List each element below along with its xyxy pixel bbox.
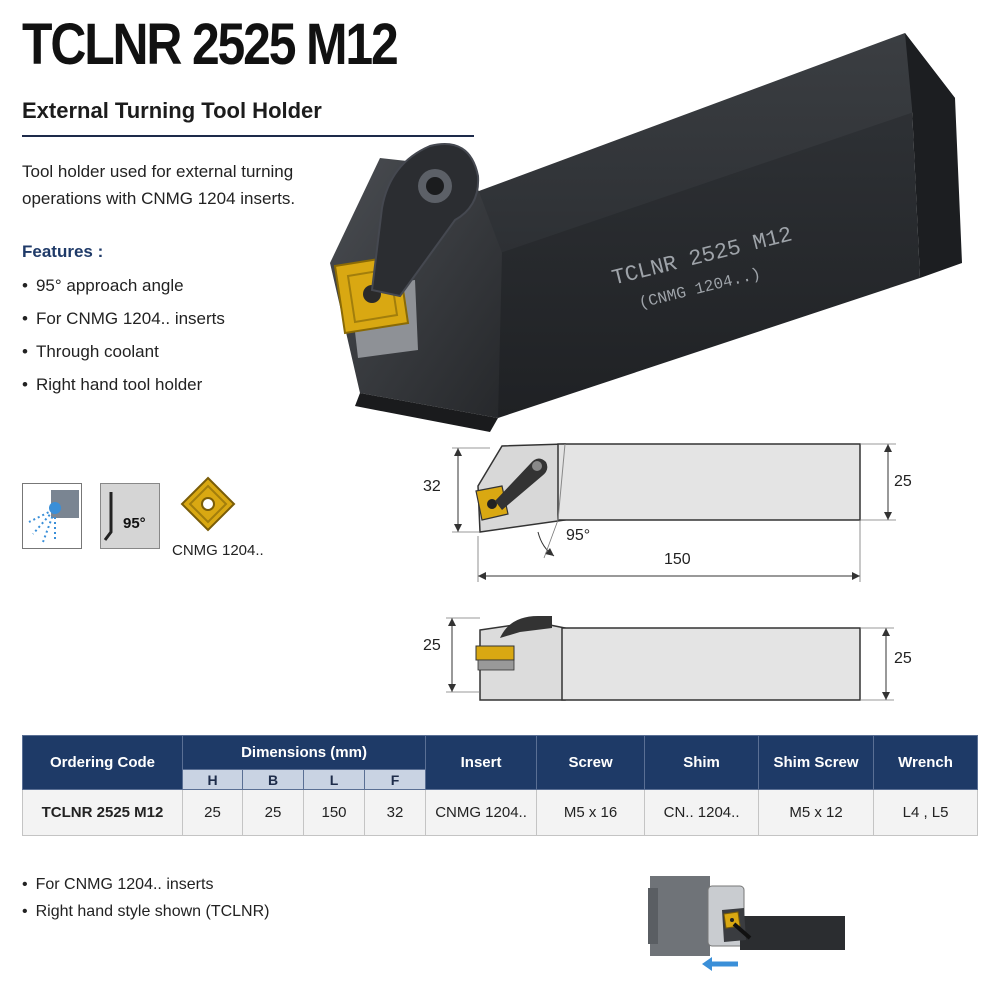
cell-ordering-code: TCLNR 2525 M12 — [22, 789, 183, 836]
page-subtitle: External Turning Tool Holder — [22, 98, 322, 123]
table-row: TCLNR 2525 M12 25 25 150 32 CNMG 1204.. … — [22, 789, 979, 836]
feature-item: Through coolant — [22, 339, 225, 372]
page-title: TCLNR 2525 M12 — [22, 12, 399, 77]
cell-h: 25 — [182, 789, 243, 836]
cell-screw: M5 x 16 — [536, 789, 646, 836]
side-view-drawing — [446, 616, 894, 701]
feature-item: For CNMG 1204.. inserts — [22, 306, 225, 339]
dim-height-f: 32 — [423, 478, 441, 495]
machining-illustration — [648, 876, 845, 971]
insert-icon — [180, 476, 236, 532]
insert-icon-label: CNMG 1204.. — [172, 542, 264, 559]
dim-side-height-right: 25 — [894, 650, 912, 667]
features-heading: Features : — [22, 242, 104, 261]
header-dim-h: H — [182, 769, 243, 790]
cell-shim-screw: M5 x 12 — [758, 789, 875, 836]
note-item: For CNMG 1204.. inserts — [22, 876, 214, 894]
tool-holder-product-image: TCLNR 2525 M12 (CNMG 1204..) — [330, 33, 962, 432]
cell-b: 25 — [242, 789, 304, 836]
approach-angle-icon: 95° — [100, 483, 160, 549]
cell-shim: CN.. 1204.. — [644, 789, 760, 836]
header-ordering-code: Ordering Code — [22, 735, 183, 790]
dim-width-b: 25 — [894, 473, 912, 490]
feature-item: 95° approach angle — [22, 273, 225, 306]
cell-l: 150 — [303, 789, 365, 836]
cell-wrench: L4 , L5 — [873, 789, 979, 836]
top-view-drawing — [452, 443, 896, 582]
specification-table: Ordering Code Dimensions (mm) Insert Scr… — [22, 735, 979, 836]
angle-icon-label: 95° — [123, 515, 146, 532]
dim-side-height-left: 25 — [423, 637, 441, 654]
header-shim: Shim — [644, 735, 760, 790]
header-shim-screw: Shim Screw — [758, 735, 875, 790]
header-screw: Screw — [536, 735, 646, 790]
description-text: Tool holder used for external turning op… — [22, 162, 296, 208]
header-dim-b: B — [242, 769, 304, 790]
dim-length: 150 — [664, 551, 691, 568]
header-dim-l: L — [303, 769, 365, 790]
header-insert: Insert — [425, 735, 538, 790]
coolant-icon — [22, 483, 82, 549]
cell-f: 32 — [363, 789, 427, 836]
header-dimensions: Dimensions (mm) — [181, 735, 427, 770]
subtitle-divider — [22, 135, 474, 137]
header-wrench: Wrench — [873, 735, 979, 790]
features-list: 95° approach angle For CNMG 1204.. inser… — [22, 273, 225, 405]
note-item: Right hand style shown (TCLNR) — [22, 903, 270, 921]
header-dim-f: F — [363, 769, 427, 790]
feature-item: Right hand tool holder — [22, 372, 225, 405]
cell-insert: CNMG 1204.. — [425, 789, 538, 836]
dim-angle: 95° — [566, 527, 591, 544]
